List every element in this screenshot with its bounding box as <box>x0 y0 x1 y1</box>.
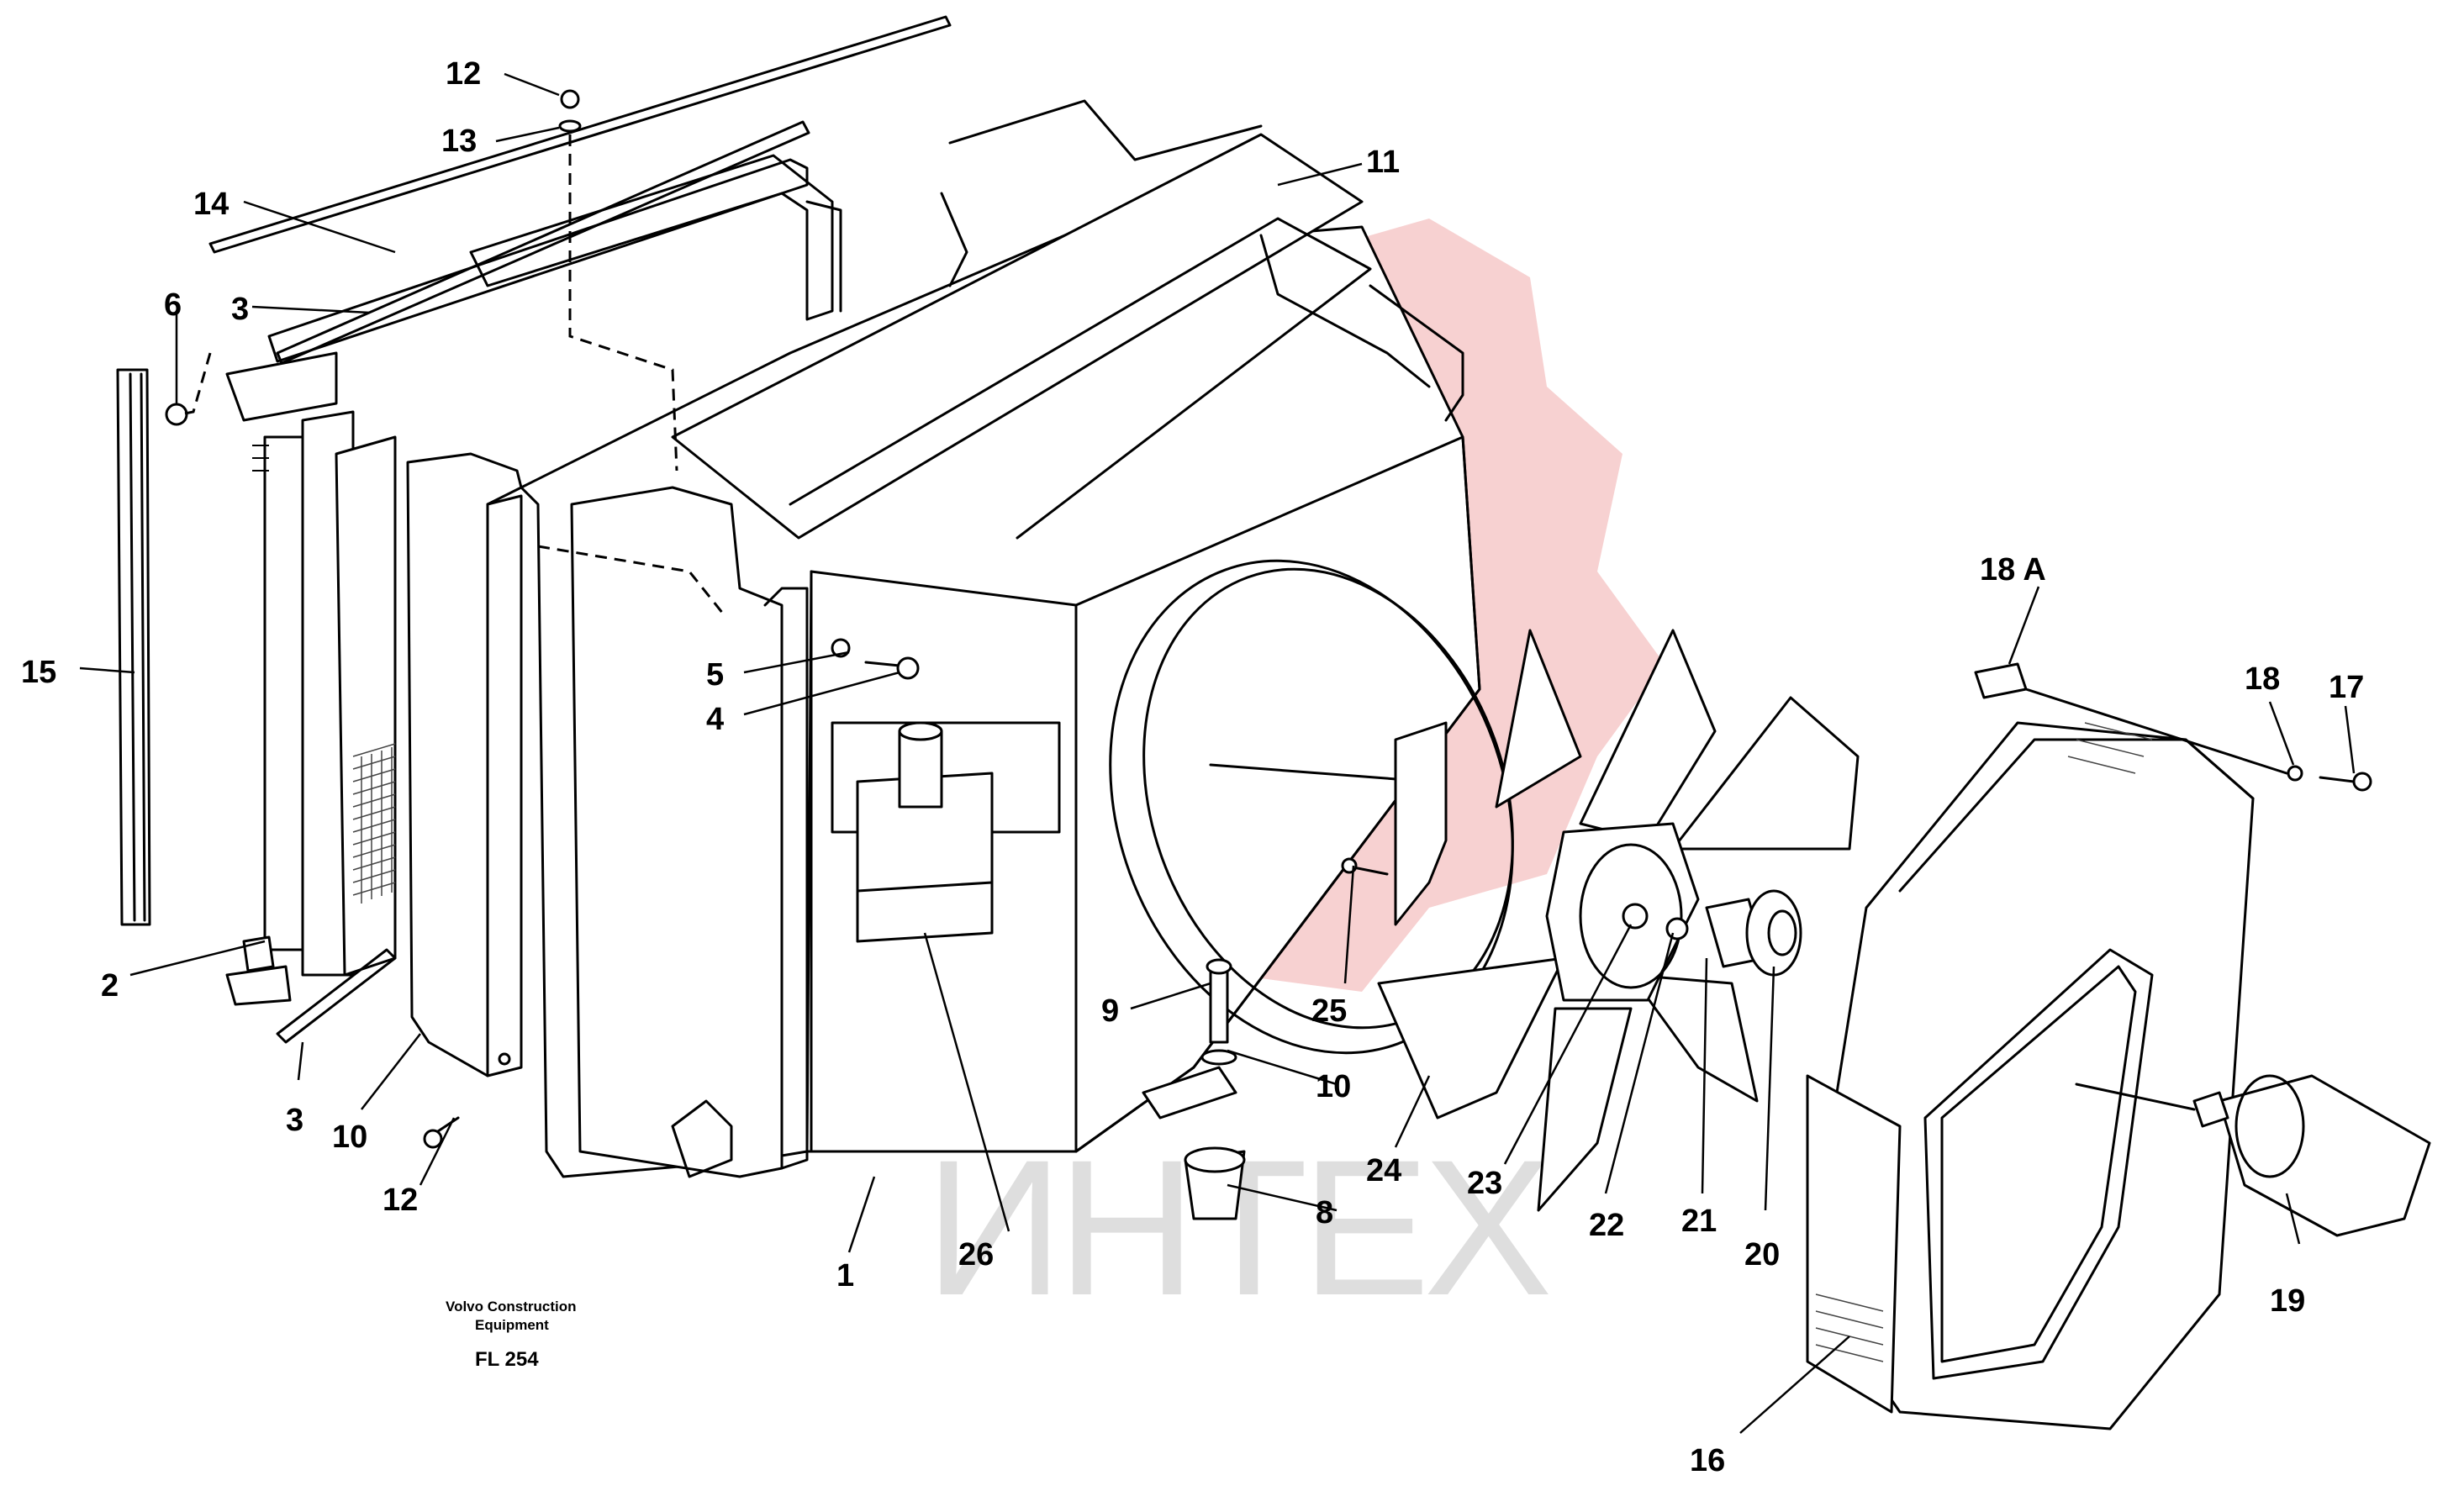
callout-13: 13 <box>441 124 477 159</box>
callout-2: 2 <box>101 968 119 1004</box>
figure-code: FL 254 <box>475 1348 539 1371</box>
drawing-caption: Volvo Construction Equipment FL 254 <box>446 1299 577 1371</box>
expansion-tank <box>831 721 1061 943</box>
callout-23: 23 <box>1467 1166 1502 1201</box>
callout-3-top: 3 <box>231 292 249 327</box>
callout-24: 24 <box>1366 1153 1401 1188</box>
callout-26: 26 <box>958 1237 994 1272</box>
rear-frame <box>469 154 842 321</box>
fan-guard <box>1806 721 2255 1430</box>
callout-11: 11 <box>1366 145 1400 180</box>
callout-12-bottom: 12 <box>383 1183 418 1218</box>
callout-16: 16 <box>1690 1443 1725 1478</box>
leader-lines <box>79 72 2356 1434</box>
radiator-core <box>165 351 397 1044</box>
callout-18a: 18 A <box>1980 552 2046 587</box>
callout-15: 15 <box>21 655 56 690</box>
callout-12-top: 12 <box>446 56 481 92</box>
callout-5: 5 <box>706 657 724 693</box>
cooling-fan <box>1377 629 1860 1212</box>
caption-equipment: Equipment <box>475 1317 549 1333</box>
fasteners <box>423 89 1389 1220</box>
callout-19: 19 <box>2270 1283 2305 1319</box>
callout-20: 20 <box>1744 1237 1780 1272</box>
side-panel <box>406 452 523 1077</box>
radiator-mesh <box>352 743 396 904</box>
top-seal-strips <box>208 15 952 365</box>
callout-18: 18 <box>2245 661 2280 697</box>
callout-8: 9 <box>1101 993 1119 1029</box>
callout-17: 17 <box>2329 670 2364 705</box>
callout-labels: 12 13 14 3 6 15 2 3 10 12 11 5 4 9 10 8 … <box>21 56 2364 1478</box>
assembly-lines <box>180 134 725 614</box>
caption-manufacturer: Volvo Construction <box>446 1299 577 1315</box>
guard-mesh <box>1815 722 2153 1362</box>
callout-21: 21 <box>1681 1204 1717 1239</box>
callout-25: 25 <box>1311 993 1347 1029</box>
fan-shroud-housing <box>520 99 1514 1178</box>
callout-22: 22 <box>1589 1208 1624 1243</box>
left-seal-strip <box>116 368 151 926</box>
callout-1: 1 <box>836 1258 854 1293</box>
hydraulic-motor <box>1974 662 2431 1237</box>
callout-4: 4 <box>706 702 724 737</box>
callout-14: 14 <box>193 187 229 222</box>
callout-10: 10 <box>332 1120 367 1155</box>
callout-7: 8 <box>1316 1195 1333 1230</box>
callout-6: 6 <box>164 287 182 323</box>
callout-3-bottom: 3 <box>286 1103 303 1138</box>
callout-9: 10 <box>1316 1069 1351 1104</box>
